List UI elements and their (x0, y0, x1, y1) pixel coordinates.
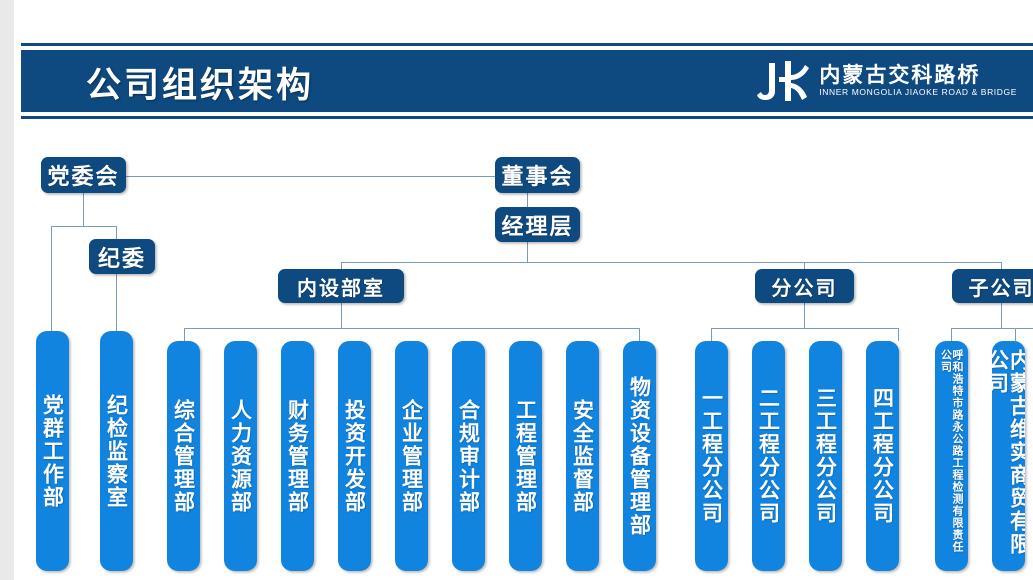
node-discipline-committee[interactable]: 纪委 (89, 239, 155, 274)
leaf-compliance-audit-dept[interactable]: 合规审计部 (452, 341, 485, 571)
connector-sub-left-drop (951, 328, 952, 341)
node-label: 纪委 (97, 246, 146, 272)
node-label: 子公司 (968, 275, 1033, 300)
leaf-third-engineering-branch[interactable]: 三工程分公司 (809, 341, 842, 571)
leaf-label: 人力资源部 (228, 398, 253, 514)
leaf-label: 党群工作部 (40, 393, 65, 509)
node-branch-companies[interactable]: 分公司 (755, 269, 854, 303)
leaf-finance-management-dept[interactable]: 财务管理部 (281, 341, 314, 571)
leaf-label: 工程管理部 (513, 398, 538, 514)
connector-sub-stem (1001, 303, 1002, 328)
connector-sub-bar (951, 328, 1033, 329)
connector-branch-left-drop (711, 328, 712, 341)
leaf-label: 四工程分公司 (870, 387, 895, 525)
node-internal-departments[interactable]: 内设部室 (278, 269, 404, 303)
leaf-label: 合规审计部 (456, 398, 481, 514)
leaf-label: 呼和浩特市路永公路工程检测有限责任公司 (939, 349, 965, 553)
connector-branch-stem (804, 303, 805, 328)
header-rule-top (21, 43, 1033, 46)
leaf-label: 安全监督部 (570, 398, 595, 514)
node-label: 党委会 (47, 165, 120, 190)
leaf-label: 三工程分公司 (813, 387, 838, 525)
leaf-discipline-inspection-office[interactable]: 纪检监察室 (100, 331, 133, 571)
leaf-label: 物资设备管理部 (627, 375, 652, 537)
org-chart: 党委会 董事会 纪委 经理层 内设部室 分公司 子公司 党群工作部 纪检监察室 … (14, 119, 1033, 580)
leaf-materials-equipment-management-dept[interactable]: 物资设备管理部 (623, 341, 656, 571)
connector-branch-right-drop (898, 328, 899, 341)
leaf-label: 内蒙古维实商贸有限公司 (992, 349, 1025, 556)
leaf-party-mass-work-dept[interactable]: 党群工作部 (36, 331, 69, 571)
jiaoke-road-bridge-logo-icon (757, 61, 810, 101)
leaf-label: 投资开发部 (342, 398, 367, 514)
leaf-fourth-engineering-branch[interactable]: 四工程分公司 (866, 341, 899, 571)
leaf-label: 企业管理部 (399, 398, 424, 514)
leaf-safety-supervision-dept[interactable]: 安全监督部 (566, 341, 599, 571)
node-label: 分公司 (771, 275, 838, 300)
leaf-hohhot-luyong-highway-testing-co[interactable]: 呼和浩特市路永公路工程检测有限责任公司 (935, 341, 968, 571)
leaf-enterprise-management-dept[interactable]: 企业管理部 (395, 341, 428, 571)
connector-internal-bar (184, 328, 639, 329)
leaf-label: 二工程分公司 (756, 387, 781, 525)
leaf-investment-development-dept[interactable]: 投资开发部 (338, 341, 371, 571)
company-logo: 内蒙古交科路桥 INNER MONGOLIA JIAOKE ROAD & BRI… (755, 54, 1017, 108)
connector-mgmt-stem (527, 242, 528, 262)
connector-party-stem (83, 193, 84, 226)
leaf-engineering-management-dept[interactable]: 工程管理部 (509, 341, 542, 571)
logo-text-block: 内蒙古交科路桥 INNER MONGOLIA JIAOKE ROAD & BRI… (819, 64, 1017, 98)
node-label: 经理层 (501, 214, 574, 240)
header-rule-bottom (21, 116, 1033, 119)
header-band (21, 50, 1033, 112)
connector-party-split (51, 226, 116, 227)
node-board-of-directors[interactable]: 董事会 (495, 157, 580, 193)
node-party-committee[interactable]: 党委会 (41, 157, 126, 193)
connector-party-board (126, 176, 496, 177)
leaf-label: 纪检监察室 (104, 393, 129, 509)
leaf-second-engineering-branch[interactable]: 二工程分公司 (752, 341, 785, 571)
connector-internal-stem (341, 303, 342, 328)
document-page: 公司组织架构 内蒙古交科路桥 INNER MONGOLIA JIAOKE ROA… (14, 0, 1033, 580)
leaf-label: 一工程分公司 (699, 387, 724, 525)
connector-internal-right-drop (639, 328, 640, 341)
connector-to-jiwei (116, 226, 117, 239)
leaf-label: 综合管理部 (171, 398, 196, 514)
connector-to-dangqun (51, 226, 52, 332)
leaf-inner-mongolia-weishi-trading-co[interactable]: 内蒙古维实商贸有限公司 (992, 341, 1025, 571)
node-label: 内设部室 (297, 275, 385, 300)
connector-jiwei-to-jijian (116, 274, 117, 332)
logo-name-en: INNER MONGOLIA JIAOKE ROAD & BRIDGE (819, 87, 1017, 97)
leaf-human-resources-dept[interactable]: 人力资源部 (224, 341, 257, 571)
leaf-label: 财务管理部 (285, 398, 310, 514)
connector-internal-left-drop (184, 328, 185, 341)
node-subsidiaries[interactable]: 子公司 (952, 269, 1033, 303)
page-title: 公司组织架构 (86, 66, 315, 106)
connector-branch-bar (711, 328, 898, 329)
leaf-first-engineering-branch[interactable]: 一工程分公司 (695, 341, 728, 571)
leaf-general-management-dept[interactable]: 综合管理部 (167, 341, 200, 571)
node-management[interactable]: 经理层 (495, 207, 580, 242)
connector-mgmt-split (341, 262, 1001, 263)
logo-name-cn: 内蒙古交科路桥 (819, 63, 981, 87)
connector-sub-right-drop (1015, 328, 1016, 341)
node-label: 董事会 (501, 165, 574, 190)
